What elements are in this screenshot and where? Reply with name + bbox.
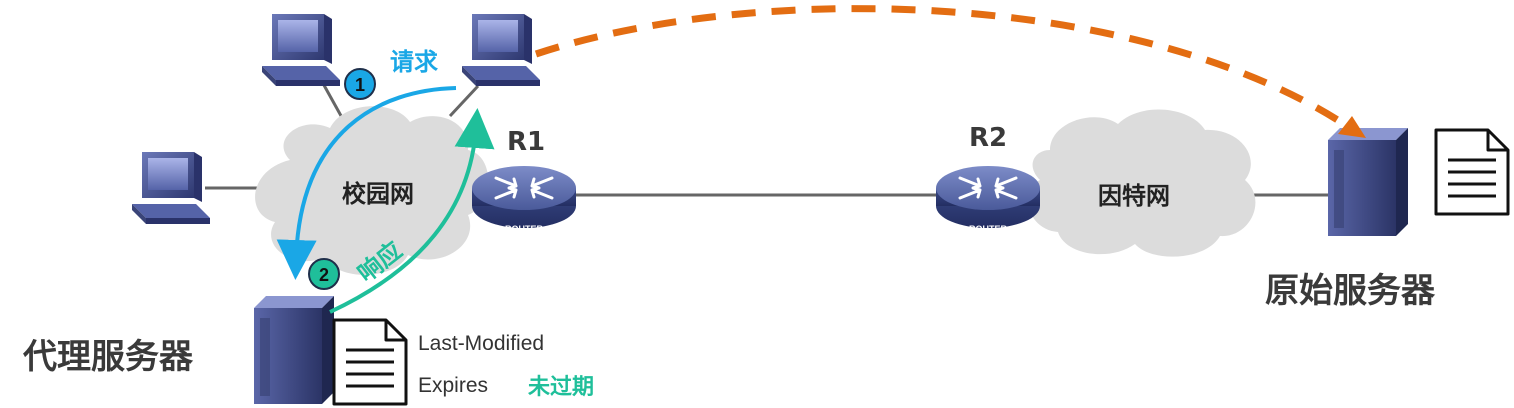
router-icon	[934, 164, 1042, 230]
proxy-server[interactable]: 代理服务器 Last-Modified Expires 未过期	[22, 296, 594, 406]
campus-network-cloud: 校园网	[255, 106, 489, 275]
response-arrow	[329, 108, 495, 314]
step-badge	[308, 258, 340, 290]
origin-server-label: 原始服务器	[1265, 271, 1436, 311]
origin-server[interactable]: 原始服务器	[1265, 128, 1510, 311]
router-badge: ROUTER	[505, 224, 544, 234]
router-r1-label: R1	[507, 127, 545, 157]
router-badge: ROUTER	[969, 224, 1008, 234]
link-pc-client	[448, 84, 480, 118]
forward-request-arrowhead	[1338, 116, 1366, 138]
desktop-computer-icon[interactable]	[262, 14, 340, 86]
campus-network-label: 校园网	[342, 180, 414, 208]
forward-request-arrow	[534, 5, 1358, 135]
router-r2-label: R2	[969, 123, 1007, 153]
server-icon	[254, 296, 334, 404]
router-icon	[470, 164, 578, 230]
desktop-computer-icon[interactable]	[132, 152, 210, 224]
doc-field-last-modified: Last-Modified	[418, 332, 544, 355]
step-number: 2	[319, 265, 329, 285]
step-number: 1	[355, 75, 365, 95]
cache-status-label: 未过期	[528, 375, 594, 400]
request-label: 请求	[390, 48, 438, 76]
document-icon	[332, 318, 408, 406]
request-flow: 1 请求	[276, 48, 457, 280]
internet-cloud: 因特网	[1028, 109, 1256, 257]
step-badge	[344, 68, 376, 100]
doc-field-expires: Expires	[418, 374, 488, 397]
server-icon	[1328, 128, 1408, 236]
internet-label: 因特网	[1098, 182, 1170, 210]
client-desktop-computer-icon[interactable]	[462, 14, 540, 86]
proxy-server-label: 代理服务器	[22, 337, 194, 377]
request-arrow	[276, 86, 457, 280]
router-r2[interactable]: ROUTER R2	[934, 123, 1042, 234]
document-icon	[1434, 128, 1510, 216]
router-r1[interactable]: ROUTER R1	[470, 127, 578, 234]
